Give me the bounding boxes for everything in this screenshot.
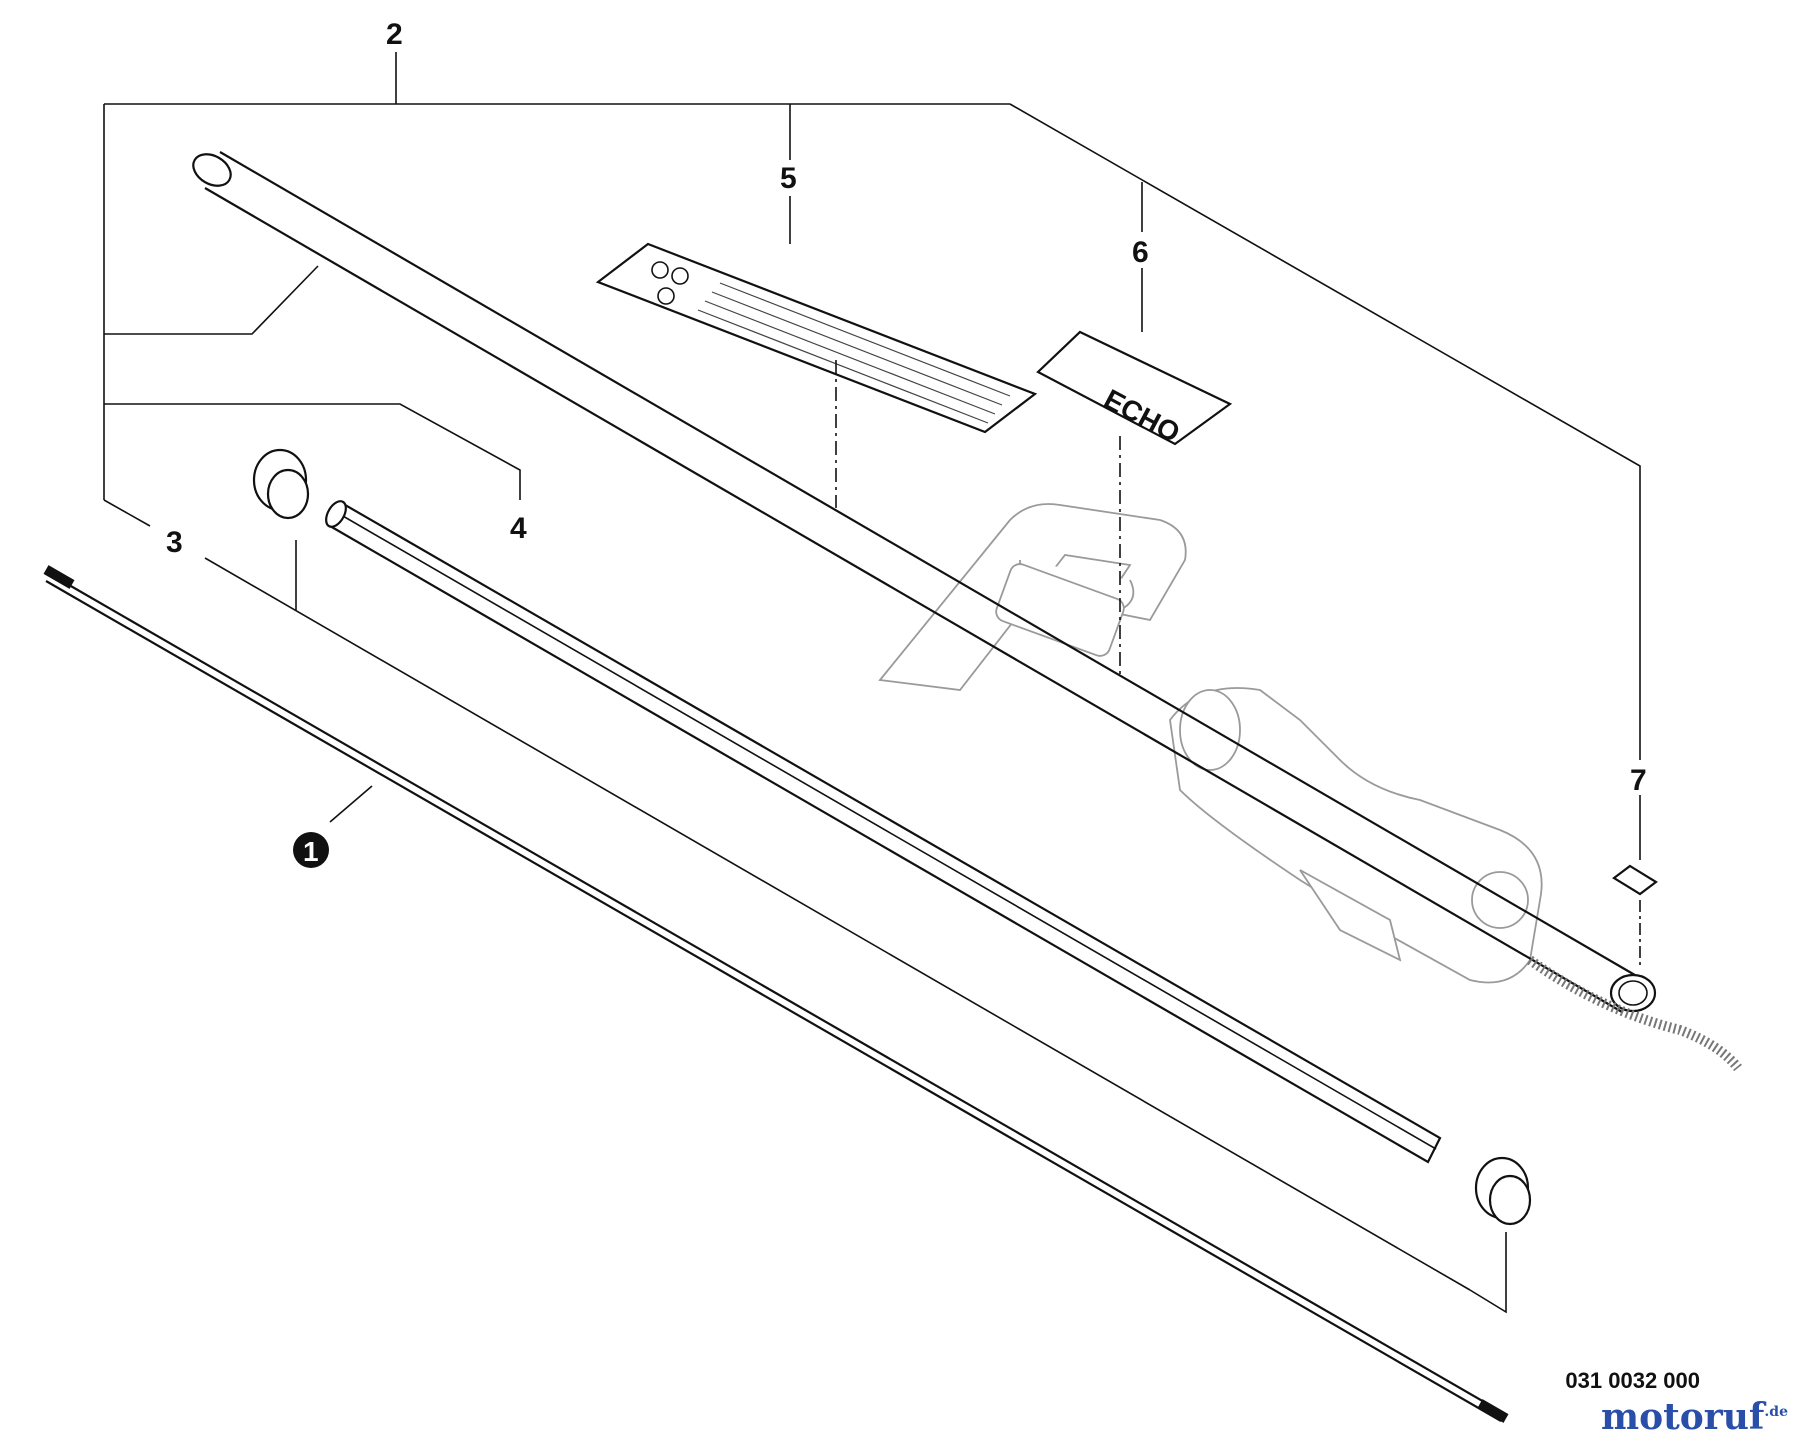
bushing-upper — [252, 448, 310, 520]
callout-2: 2 — [386, 18, 403, 51]
callout-4: 4 — [510, 512, 527, 545]
callout-5: 5 — [780, 162, 797, 195]
liner — [325, 500, 1442, 1164]
brand-decal: ECHO — [1036, 330, 1233, 448]
drawing-number: 031 0032 000 — [1565, 1368, 1700, 1393]
callout-3: 3 — [166, 526, 183, 559]
watermark-tld: .de — [1764, 1404, 1788, 1420]
bushing-lower — [1474, 1156, 1532, 1226]
watermark-name: motoruf — [1601, 1396, 1765, 1438]
leader-lines — [103, 52, 1641, 1314]
callout-7: 7 — [1630, 764, 1647, 797]
callout-6: 6 — [1132, 236, 1149, 269]
callout-1-marker: 1 — [293, 832, 329, 868]
ghost-handle-assembly — [878, 503, 1543, 984]
callout-1: 1 — [303, 836, 319, 867]
watermark: motoruf.de — [1601, 1396, 1788, 1438]
small-label — [1612, 864, 1658, 896]
warning-decal — [595, 242, 1038, 434]
main-tube — [192, 151, 1657, 1013]
drive-shaft — [43, 565, 1509, 1423]
